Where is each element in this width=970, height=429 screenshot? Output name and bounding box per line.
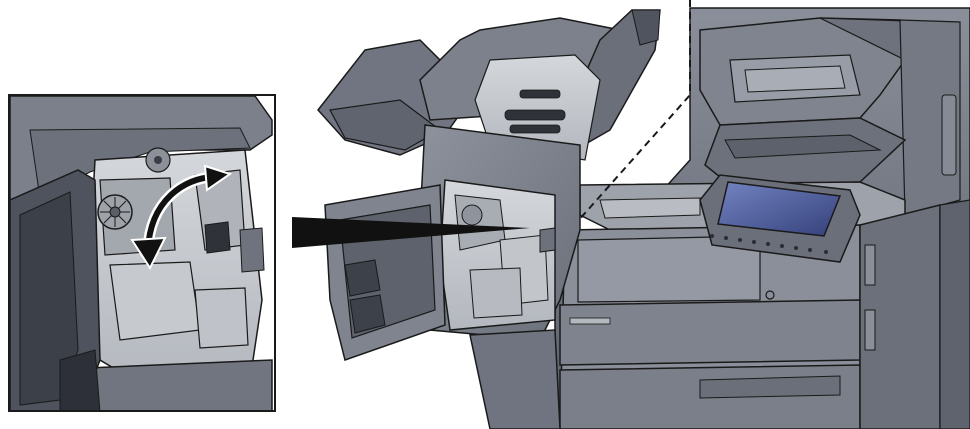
front-panel-upper <box>577 235 761 303</box>
callout-pointer <box>292 217 530 248</box>
operation-panel <box>699 174 861 263</box>
interior-mechanism <box>454 194 556 319</box>
inset-closeup <box>8 94 276 412</box>
panel-buttons <box>710 234 828 254</box>
power-indicator <box>765 290 775 300</box>
paper-drawer-1 <box>559 299 861 366</box>
curved-double-arrow-icon <box>130 164 233 271</box>
touch-screen <box>717 181 842 237</box>
